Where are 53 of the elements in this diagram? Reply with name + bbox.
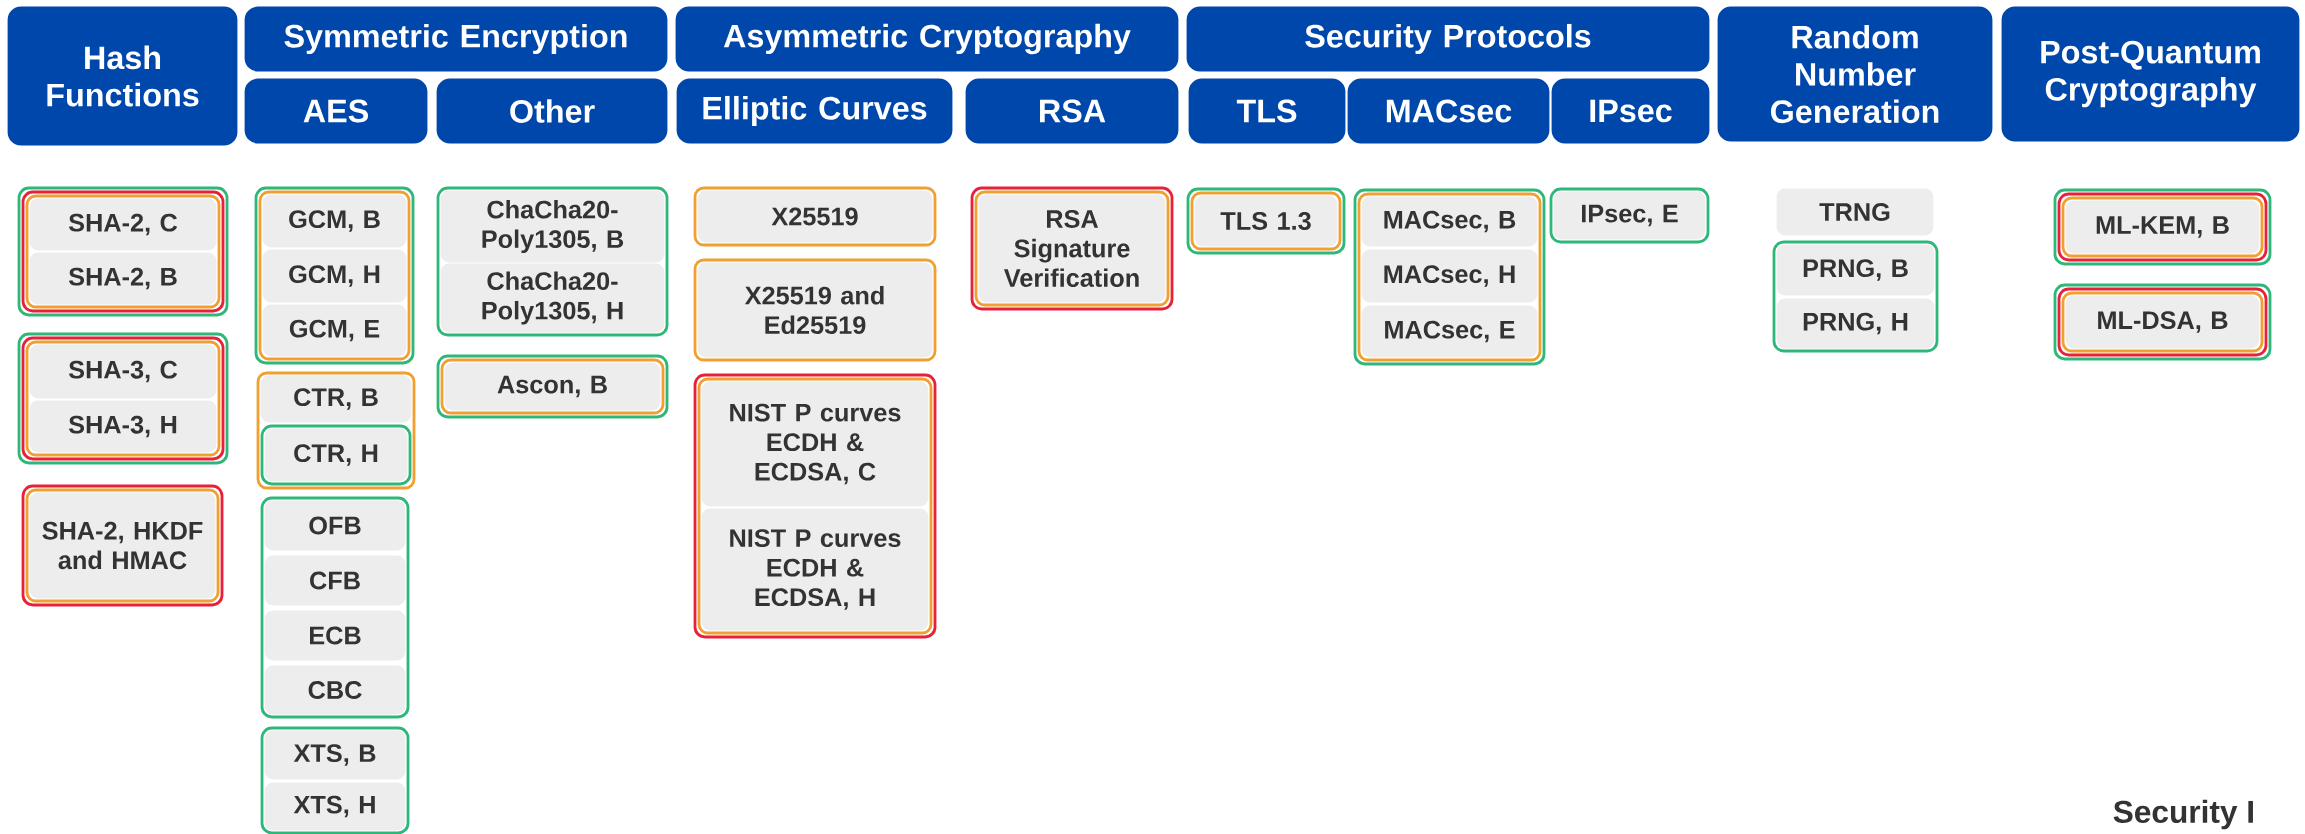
algorithm-box: PRNG, H bbox=[1776, 298, 1935, 349]
algorithm-box: SHA-3, C bbox=[29, 344, 217, 399]
algorithm-box: OFB bbox=[264, 500, 406, 551]
algorithm-box: SHA-2, HKDF and HMAC bbox=[29, 492, 216, 599]
algorithm-box: CTR, H bbox=[264, 428, 408, 482]
algorithm-box: MACsec, E bbox=[1361, 305, 1538, 358]
group-outline bbox=[260, 726, 410, 834]
subcategory-header: IPsec bbox=[1551, 78, 1710, 144]
subcategory-header: MACsec bbox=[1347, 78, 1550, 144]
algorithm-box: NIST P curves ECDH & ECDSA, H bbox=[701, 508, 929, 631]
group-outline bbox=[256, 371, 416, 490]
algorithm-box: ML-DSA, B bbox=[2065, 295, 2260, 349]
note-text: Security I bbox=[2113, 799, 2253, 830]
algorithm-box: MACsec, H bbox=[1361, 249, 1538, 303]
algorithm-box: SHA-3, H bbox=[29, 400, 217, 453]
algorithm-box: XTS, H bbox=[264, 782, 406, 831]
category-header: Post-Quantum Cryptography bbox=[2001, 6, 2300, 142]
algorithm-box: IPsec, E bbox=[1553, 191, 1706, 240]
group-outline bbox=[260, 496, 410, 719]
algorithm-box: PRNG, B bbox=[1776, 244, 1935, 296]
category-header: Security Protocols bbox=[1186, 6, 1710, 72]
algorithm-box: SHA-2, B bbox=[29, 252, 217, 305]
subcategory-header: RSA bbox=[965, 78, 1179, 144]
algorithm-box: XTS, B bbox=[264, 730, 406, 780]
algorithm-box: X25519 bbox=[697, 190, 933, 243]
algorithm-box: CBC bbox=[264, 665, 406, 715]
algorithm-box: Ascon, B bbox=[444, 362, 661, 411]
algorithm-box: ML-KEM, B bbox=[2065, 200, 2260, 254]
algorithm-box: TLS 1.3 bbox=[1194, 195, 1338, 247]
subcategory-header: Other bbox=[436, 78, 668, 144]
category-header: Hash Functions bbox=[7, 6, 238, 146]
algorithm-box: GCM, H bbox=[262, 249, 407, 303]
algorithm-box: SHA-2, C bbox=[29, 198, 217, 251]
category-header: Asymmetric Cryptography bbox=[675, 6, 1179, 72]
algorithm-box: GCM, B bbox=[262, 194, 407, 248]
subcategory-header: Elliptic Curves bbox=[676, 78, 953, 144]
algorithm-box: MACsec, B bbox=[1361, 196, 1538, 247]
category-header: Random Number Generation bbox=[1717, 6, 1993, 142]
category-header: Symmetric Encryption bbox=[244, 6, 668, 72]
group-outline bbox=[1772, 240, 1939, 353]
algorithm-box: CTR, B bbox=[260, 375, 412, 423]
algorithm-box: ChaCha20-Poly1305, H bbox=[440, 263, 665, 333]
group-outline bbox=[436, 186, 669, 337]
algorithm-box: ECB bbox=[264, 610, 406, 661]
algorithm-box: RSA Signature Verification bbox=[978, 194, 1166, 303]
algorithm-box: X25519 and Ed25519 bbox=[697, 262, 933, 358]
algorithm-box: NIST P curves ECDH & ECDSA, C bbox=[701, 381, 929, 507]
algorithm-box: ChaCha20-Poly1305, B bbox=[440, 190, 665, 263]
subcategory-header: AES bbox=[244, 78, 428, 144]
algorithm-box: GCM, E bbox=[262, 304, 407, 357]
algorithm-box: CFB bbox=[264, 555, 406, 606]
algorithm-box: TRNG bbox=[1776, 188, 1934, 236]
subcategory-header: TLS bbox=[1188, 78, 1346, 144]
